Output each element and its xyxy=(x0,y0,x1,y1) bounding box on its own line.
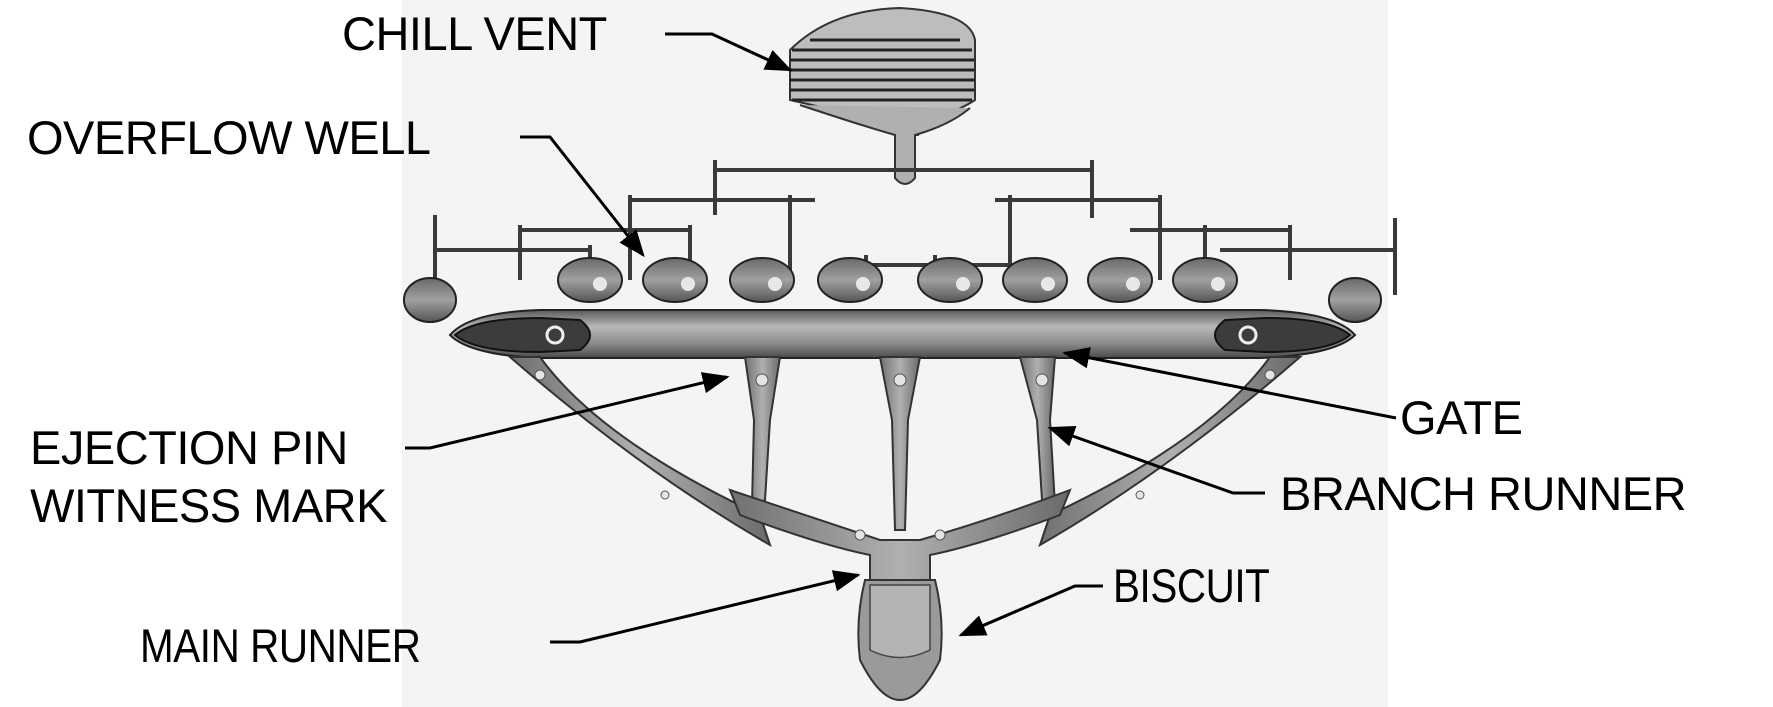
label-overflow-well: OVERFLOW WELL xyxy=(27,111,431,164)
main-bar xyxy=(448,309,1357,359)
label-branch-runner: BRANCH RUNNER xyxy=(1280,467,1687,520)
gate-leader xyxy=(1062,347,1397,420)
branch-runner-leader xyxy=(1047,425,1265,495)
label-chill-vent: CHILL VENT xyxy=(342,7,607,60)
ejection-pin-marks xyxy=(534,369,1276,541)
chill-vent xyxy=(789,6,976,185)
label-biscuit: BISCUIT xyxy=(1113,559,1270,612)
label-main-runner: MAIN RUNNER xyxy=(140,619,421,672)
leader-lines xyxy=(405,32,1397,644)
label-ejection-pin: EJECTION PIN xyxy=(30,421,348,474)
main-runner-leader xyxy=(550,570,861,644)
overflow-wells xyxy=(403,257,1382,323)
label-gate: GATE xyxy=(1400,391,1523,444)
label-witness-mark: WITNESS MARK xyxy=(30,479,387,532)
chill-vent-leader xyxy=(665,32,793,72)
biscuit-leader xyxy=(958,584,1103,637)
vent-feeders xyxy=(433,160,1397,295)
overflow-well-leader xyxy=(520,135,645,258)
runner-system xyxy=(507,356,1303,601)
biscuit xyxy=(857,579,943,702)
ejection-pin-leader xyxy=(405,372,730,450)
